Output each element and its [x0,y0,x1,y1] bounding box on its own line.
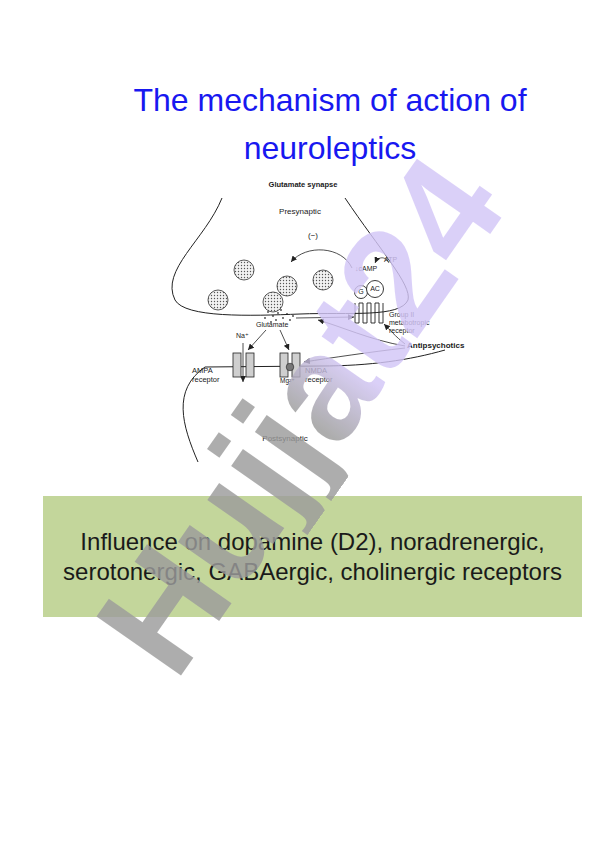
vesicle [234,260,254,280]
vesicle [208,290,228,310]
ion-label: Na⁺ [236,332,249,340]
watermark: Hujjat24 [71,133,529,697]
glutamate-dot [267,311,269,313]
glutamate-dot [264,317,266,319]
inhibition-sign: (−) [305,232,321,241]
vesicle [263,292,283,312]
diagram-heading: Glutamate synapse [263,181,343,189]
node-label: Presynaptic [250,207,350,216]
node-label: AMPA receptor [192,367,232,384]
page-title: The mechanism of action of neuroleptics [130,76,530,172]
